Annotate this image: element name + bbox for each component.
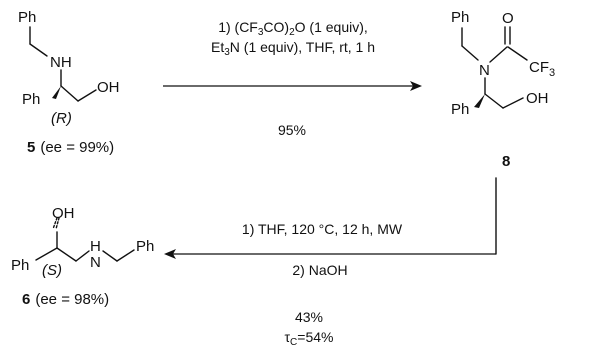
step-2-yield: 43% [295,309,323,325]
bond [484,93,504,109]
bond [60,85,79,102]
ee-value: (ee = 99%) [40,139,114,156]
step-2-condition-2: 2) NaOH [292,262,347,278]
bond [77,89,97,102]
bond [35,247,58,261]
compound-5-structure: Ph NH Ph (R) OH [18,9,120,127]
bond [116,249,135,262]
atom-ph-top: Ph [451,9,469,26]
compound-6-caption: 6 (ee = 98%) [22,291,109,308]
atom-oh: OH [52,205,75,222]
atom-h: H [90,238,101,255]
compound-6-structure: OH Ph (S) H N Ph [11,205,154,279]
compound-8-number: 8 [502,153,510,170]
stereo-descriptor: (R) [51,110,72,127]
atom-oh: OH [526,90,549,107]
atom-nh: NH [50,54,72,71]
step-2-tau: τC=54% [285,329,334,348]
atom-ph-right: Ph [136,238,154,255]
atom-oh: OH [97,79,120,96]
atom-cf3: CF3 [529,59,555,79]
arrow-head [164,249,176,259]
atom-n: N [479,62,490,79]
atom-ph-left: Ph [451,101,469,118]
arrow-head [410,81,422,91]
bond [29,43,48,57]
bond [489,46,508,63]
wedge-bond [474,94,485,108]
bond [56,247,77,262]
ee-value: (ee = 98%) [35,291,109,308]
wedge-bond [52,86,61,99]
bond [502,97,524,109]
step-1-condition-line-2: Et3N (1 equiv), THF, rt, 1 h [211,39,375,58]
hashed-bond [52,217,60,230]
compound-5-caption: 5 (ee = 99%) [27,139,114,156]
step-1-condition-line-1: 1) (CF3CO)2O (1 equiv), [218,19,368,38]
bond [507,46,528,61]
bond [75,250,90,262]
bond [461,45,479,61]
atom-ph-left: Ph [11,257,29,274]
atom-n: N [90,254,101,271]
atom-o: O [502,10,514,27]
compound-number: 5 [27,139,35,156]
bond [102,250,118,262]
step-2-condition-1: 1) THF, 120 °C, 12 h, MW [242,221,403,237]
stereo-descriptor: (S) [42,262,62,279]
compound-number: 6 [22,291,30,308]
compound-8-structure: Ph N O CF3 Ph OH [451,9,555,118]
step-1-yield: 95% [278,122,306,138]
atom-ph-top: Ph [18,9,36,26]
atom-ph-left: Ph [22,91,40,108]
